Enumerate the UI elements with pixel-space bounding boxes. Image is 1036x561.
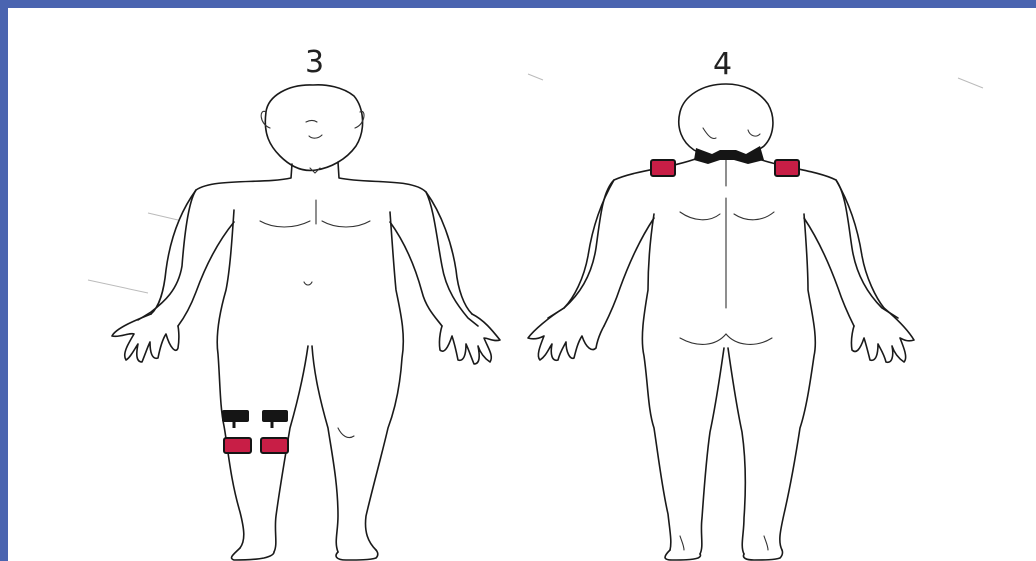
front-left-hand	[112, 314, 179, 362]
image-frame: 3 4	[8, 8, 1036, 561]
back-electrodes	[651, 146, 799, 176]
red-electrode-right-knee	[261, 438, 288, 453]
front-feet	[232, 548, 378, 560]
front-electrodes	[222, 410, 288, 453]
black-electrode-right-thigh	[262, 410, 288, 422]
front-right-hand	[439, 314, 500, 364]
front-torso	[138, 162, 478, 326]
black-electrode-neck	[694, 146, 764, 164]
front-body-figure	[112, 85, 500, 560]
back-left-hand	[528, 308, 604, 360]
body-diagram	[8, 8, 1036, 561]
red-electrode-right-shoulder	[775, 160, 799, 176]
red-electrode-left-shoulder	[651, 160, 675, 176]
back-torso	[548, 158, 898, 318]
red-electrode-left-knee	[224, 438, 251, 453]
back-feet	[665, 550, 783, 560]
black-electrode-left-thigh	[222, 410, 249, 422]
back-right-hand	[851, 308, 914, 362]
front-head	[265, 85, 362, 171]
